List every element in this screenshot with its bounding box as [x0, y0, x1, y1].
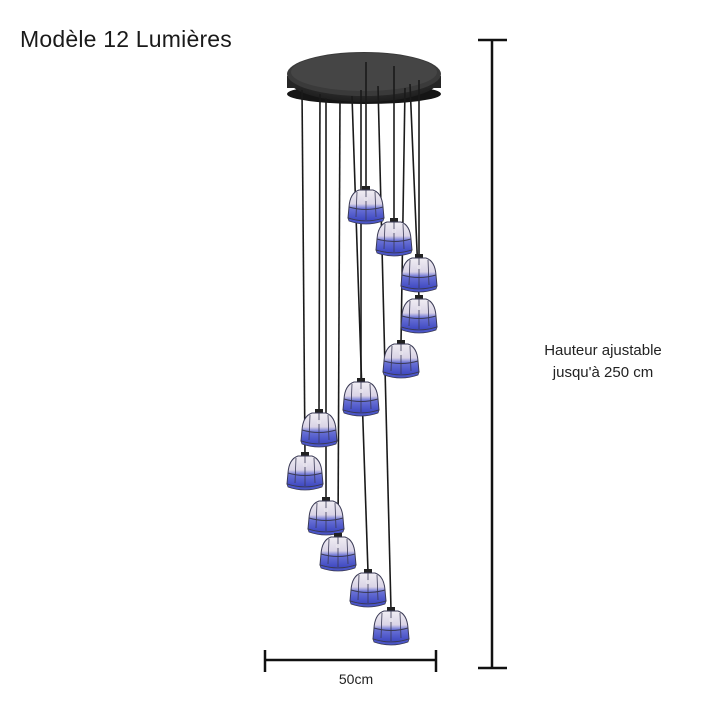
width-label: 50cm: [338, 671, 374, 687]
pendant-shade: [400, 254, 438, 293]
cable: [351, 95, 369, 573]
pendant-shade: [300, 409, 338, 448]
pendant-shade: [400, 295, 438, 334]
width-dimension-line: [263, 650, 438, 672]
pendant-shade: [349, 569, 387, 608]
cable: [318, 93, 321, 413]
height-dimension-line: [478, 38, 507, 670]
cable: [400, 87, 406, 344]
pendant-shade: [342, 378, 380, 417]
product-title: Modèle 12 Lumières: [20, 26, 232, 52]
pendant-shades: [286, 186, 438, 646]
pendant-shade: [372, 607, 410, 646]
height-label-line1: Hauteur ajustable: [544, 342, 662, 359]
height-label: Hauteur ajustable jusqu'à 250 cm: [520, 340, 686, 384]
pendant-shade: [319, 533, 357, 572]
pendant-shade: [307, 497, 345, 536]
pendant-shade: [375, 218, 413, 257]
cable: [377, 85, 392, 611]
pendant-shade: [347, 186, 385, 225]
suspension-cables: [301, 62, 420, 611]
height-label-line2: jusqu'à 250 cm: [552, 364, 654, 381]
pendant-shade: [286, 452, 324, 491]
cable: [301, 89, 306, 456]
pendant-shade: [382, 340, 420, 379]
cable: [337, 99, 341, 537]
ceiling-canopy: [287, 52, 441, 104]
